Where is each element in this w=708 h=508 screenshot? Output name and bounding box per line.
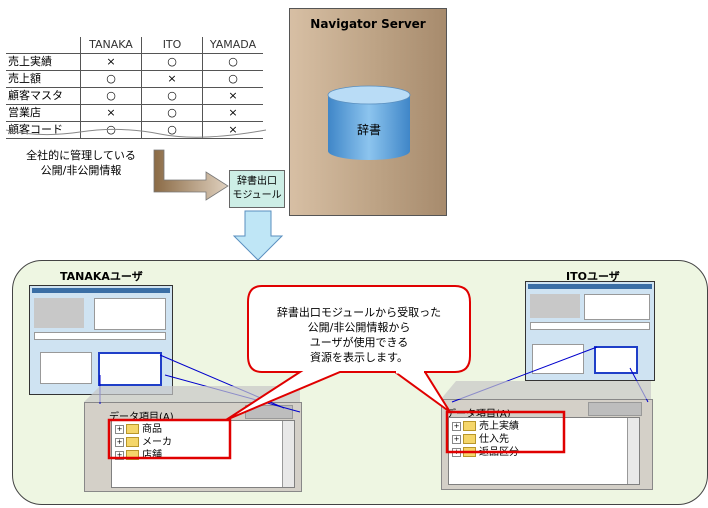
access-table: TANAKA ITO YAMADA 売上実績 × ○ ○ 売上額 ○ × ○ 顧… (6, 37, 263, 139)
tree-item[interactable]: + 商品 (115, 423, 162, 436)
row-label: 売上実績 (6, 53, 81, 71)
expand-icon[interactable]: + (452, 421, 461, 431)
thumbnail-area (584, 294, 650, 320)
thumbnail-area (530, 294, 580, 318)
table-cell: ○ (141, 53, 203, 71)
table-cell: ○ (141, 121, 203, 139)
db-label: 辞書 (356, 123, 381, 137)
tree-header: データ項目(A) (446, 409, 511, 420)
table-header-cell: TANAKA (80, 37, 142, 54)
red-highlight-box (445, 410, 566, 454)
tree-item-label: 売上実績 (479, 421, 519, 432)
scrollbar[interactable] (282, 421, 294, 487)
speech-bubble-text: 辞書出口モジュールから受取った 公開/非公開情報から ユーザが使用できる 資源を… (250, 305, 468, 365)
table-cell: ○ (80, 70, 142, 88)
module-line: 辞書出口 (237, 176, 277, 187)
tree-item[interactable]: + メーカ (115, 436, 172, 449)
tanaka-user-label: TANAKAユーザ (60, 270, 143, 283)
speech-bubble (225, 285, 471, 421)
table-cell: × (80, 53, 142, 71)
tree-header: データ項目(A) (109, 412, 174, 423)
caption-line: 全社的に管理している (26, 149, 136, 162)
table-cell: × (202, 87, 263, 105)
bubble-line: 公開/非公開情報から (307, 321, 411, 334)
tree-item-label: 商品 (142, 424, 162, 435)
flow-arrow-icon (153, 149, 229, 201)
caption-line: 公開/非公開情報 (40, 164, 122, 177)
disabled-button (588, 402, 642, 416)
bubble-line: ユーザが使用できる (309, 336, 409, 349)
database-icon (327, 85, 411, 160)
bevel-shape (441, 381, 651, 399)
thumbnail-titlebar (528, 284, 652, 289)
thumbnail-area (530, 322, 650, 330)
folder-icon (126, 450, 139, 460)
table-cell: ○ (202, 70, 263, 88)
table-header-cell: ITO (141, 37, 203, 54)
navigator-server-box: Navigator Server 辞書 (289, 8, 447, 216)
thumbnail-area (94, 298, 166, 330)
folder-icon (126, 437, 139, 447)
table-cell: × (202, 121, 263, 139)
tree-item[interactable]: + 売上実績 (452, 420, 519, 433)
speech-bubble-tail (391, 371, 451, 413)
dictionary-exit-module: 辞書出口 モジュール (229, 170, 285, 208)
torn-edge-icon (5, 128, 267, 138)
module-line: モジュール (232, 190, 282, 201)
row-label: 営業店 (6, 104, 81, 122)
down-arrow-icon (232, 210, 284, 261)
row-label: 顧客マスタ (6, 87, 81, 105)
bubble-line: 辞書出口モジュールから受取った (276, 306, 442, 319)
thumbnail-area (34, 332, 166, 340)
table-row: 営業店 × ○ × (6, 104, 263, 122)
red-highlight-box (107, 418, 232, 460)
table-row: 売上実績 × ○ ○ (6, 53, 263, 71)
ito-user-label: ITOユーザ (566, 270, 620, 283)
bubble-line: 資源を表示します。 (310, 351, 408, 364)
tree-item[interactable]: +店舗 (115, 449, 162, 462)
folder-icon (463, 421, 476, 431)
folder-icon (463, 434, 476, 444)
expand-icon[interactable]: + (115, 424, 124, 434)
thumbnail-tree (532, 344, 584, 374)
tree-item-label: 仕入先 (479, 434, 509, 445)
bevel-shape (84, 386, 300, 402)
tree-item-label: 店舗 (142, 450, 162, 461)
row-label: 売上額 (6, 70, 81, 88)
expand-icon[interactable]: + (115, 437, 124, 447)
server-title: Navigator Server (310, 17, 426, 31)
thumbnail-area (34, 298, 84, 328)
ito-screen-thumbnail (525, 281, 655, 381)
folder-icon (126, 424, 139, 434)
tree-item-label: メーカ (142, 437, 172, 448)
table-header-row: TANAKA ITO YAMADA (6, 37, 263, 54)
table-header-cell: YAMADA (202, 37, 263, 54)
scrollbar[interactable] (627, 418, 639, 484)
table-cell: × (141, 70, 203, 88)
thumbnail-highlight (98, 352, 162, 386)
tree-item[interactable]: + 仕入先 (452, 433, 509, 446)
table-row: 売上額 ○ × ○ (6, 70, 263, 88)
table-cell: ○ (141, 87, 203, 105)
table-cell: × (80, 104, 142, 122)
table-cell: ○ (141, 104, 203, 122)
tanaka-screen-thumbnail (29, 285, 173, 395)
table-cell: × (202, 104, 263, 122)
table-header-cell (6, 37, 81, 54)
expand-icon[interactable]: + (452, 434, 461, 444)
table-row: 顧客マスタ ○ ○ × (6, 87, 263, 105)
thumbnail-tree (40, 352, 92, 384)
thumbnail-titlebar (32, 288, 170, 293)
table-cell: ○ (202, 53, 263, 71)
table-caption: 全社的に管理している 公開/非公開情報 (6, 148, 156, 178)
table-cell: ○ (80, 87, 142, 105)
